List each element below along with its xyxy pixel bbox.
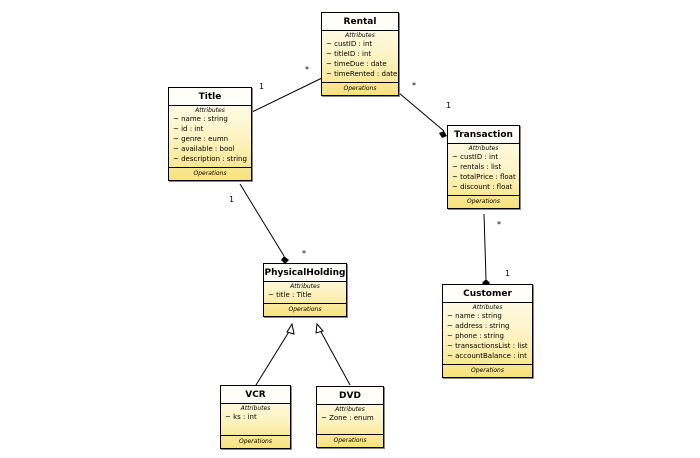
class-customer[interactable]: Customer Attributes ~ name : string ~ ad…: [442, 284, 533, 378]
operations-label: Operations: [288, 306, 322, 313]
multiplicity-transaction-customer-transaction-end: *: [497, 220, 501, 229]
attribute: ~ title : Title: [268, 291, 312, 299]
attributes-label: Attributes: [195, 107, 225, 114]
attribute: ~ titleID : int: [326, 50, 372, 58]
attributes-section: Attributes ~ title : Title: [264, 282, 346, 304]
attribute: ~ genre : eumn: [173, 135, 229, 143]
attribute: ~ totalPrice : float: [452, 173, 516, 181]
attribute: ~ available : bool: [173, 145, 235, 153]
attribute: ~ accountBalance : int: [447, 352, 527, 360]
class-name: PhysicalHolding: [264, 264, 346, 282]
attribute: ~ name : string: [447, 312, 502, 320]
class-physical-holding[interactable]: PhysicalHolding Attributes ~ title : Tit…: [263, 263, 347, 317]
multiplicity-transaction-customer-customer-end: 1: [505, 269, 511, 278]
association-title-rental: [251, 77, 323, 113]
class-rental[interactable]: Rental Attributes ~ custID : int ~ title…: [321, 12, 399, 96]
generalization-vcr-holding: [255, 329, 291, 386]
class-name: Rental: [322, 13, 398, 31]
operations-section: Operations: [221, 436, 290, 448]
operations-section: Operations: [322, 83, 398, 95]
attributes-label: Attributes: [335, 406, 365, 413]
multiplicity-title-holding-holding-end: *: [302, 249, 306, 258]
attribute: ~ description : string: [173, 155, 247, 163]
generalization-arrow-dvd: [315, 322, 324, 334]
attribute: ~ timeDue : date: [326, 60, 387, 68]
attribute: ~ phone : string: [447, 332, 504, 340]
operations-label: Operations: [239, 438, 272, 445]
class-name: DVD: [317, 387, 383, 405]
class-name: Customer: [443, 285, 532, 303]
class-transaction[interactable]: Transaction Attributes ~ custID : int ~ …: [447, 125, 520, 209]
attributes-label: Attributes: [290, 283, 320, 290]
attributes-section: Attributes ~ custID : int ~ rentals : li…: [448, 144, 519, 196]
attributes-label: Attributes: [240, 405, 271, 412]
attribute: ~ ks : int: [225, 413, 257, 421]
attribute: ~ id : int: [173, 125, 204, 133]
operations-label: Operations: [333, 437, 367, 444]
attributes-label: Attributes: [468, 145, 499, 152]
attributes-label: Attributes: [472, 304, 503, 311]
class-title[interactable]: Title Attributes ~ name : string ~ id : …: [168, 87, 252, 181]
class-vcr[interactable]: VCR Attributes ~ ks : int Operations: [220, 385, 291, 449]
multiplicity-title-rental-title-end: 1: [259, 82, 265, 91]
operations-section: Operations: [317, 435, 383, 447]
multiplicity-title-rental-rental-end: *: [305, 65, 309, 74]
attribute: ~ Zone : enum: [321, 414, 374, 422]
attribute: ~ rentals : list: [452, 163, 502, 171]
operations-label: Operations: [193, 170, 227, 177]
attributes-label: Attributes: [345, 32, 375, 39]
association-title-holding: [239, 183, 285, 257]
attributes-section: Attributes ~ ks : int: [221, 404, 290, 436]
aggregation-diamond-holding: [281, 256, 289, 264]
association-rental-transaction: [398, 92, 445, 132]
multiplicity-title-holding-title-end: 1: [229, 195, 235, 204]
attributes-section: Attributes ~ Zone : enum: [317, 405, 383, 435]
operations-label: Operations: [471, 367, 504, 374]
operations-section: Operations: [448, 196, 519, 208]
attributes-section: Attributes ~ name : string ~ address : s…: [443, 303, 532, 365]
operations-section: Operations: [169, 168, 251, 180]
class-name: VCR: [221, 386, 290, 404]
operations-section: Operations: [264, 304, 346, 316]
operations-label: Operations: [467, 198, 500, 205]
operations-section: Operations: [443, 365, 532, 377]
attribute: ~ discount : float: [452, 183, 513, 191]
association-transaction-customer: [483, 213, 487, 280]
class-name: Title: [169, 88, 251, 106]
multiplicity-rental-transaction-transaction-end: 1: [446, 101, 452, 110]
attribute: ~ timeRented : date: [326, 70, 398, 78]
multiplicity-rental-transaction-rental-end: *: [412, 81, 416, 90]
generalization-arrow-vcr: [286, 322, 295, 335]
generalization-dvd-holding: [319, 329, 351, 386]
attributes-section: Attributes ~ custID : int ~ titleID : in…: [322, 31, 398, 83]
attribute: ~ custID : int: [452, 153, 499, 161]
class-dvd[interactable]: DVD Attributes ~ Zone : enum Operations: [316, 386, 384, 448]
class-name: Transaction: [448, 126, 519, 144]
attribute: ~ transactionsList : list: [447, 342, 528, 350]
operations-label: Operations: [343, 85, 377, 92]
attribute: ~ address : string: [447, 322, 510, 330]
attributes-section: Attributes ~ name : string ~ id : int ~ …: [169, 106, 251, 168]
attribute: ~ name : string: [173, 115, 228, 123]
aggregation-diamond-transaction: [439, 131, 447, 138]
attribute: ~ custID : int: [326, 40, 373, 48]
